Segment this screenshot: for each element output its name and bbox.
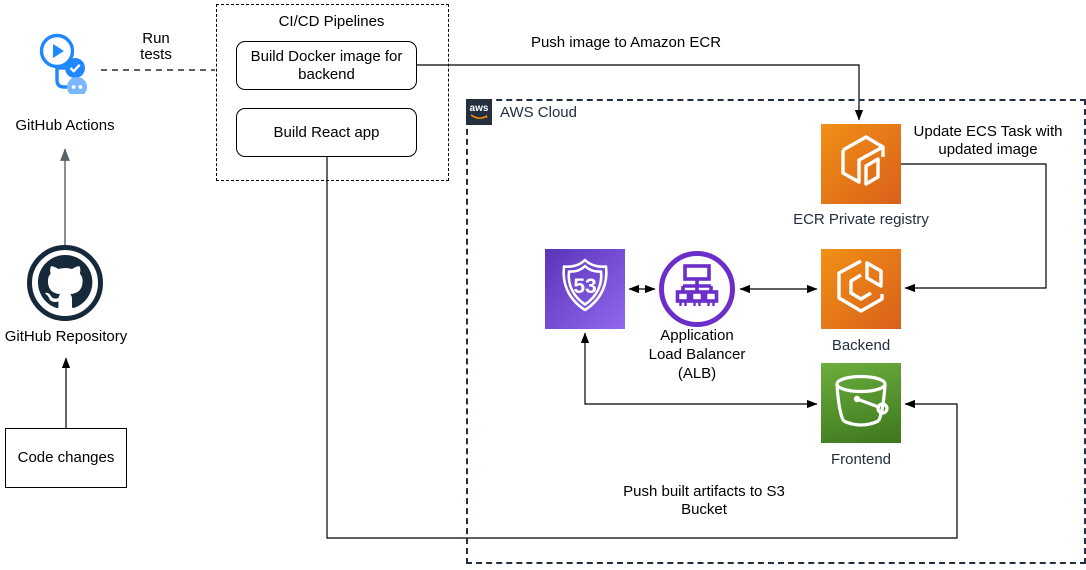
aws-cloud-box <box>466 99 1086 564</box>
alb-icon <box>657 249 737 329</box>
build-react-label: Build React app <box>273 123 380 141</box>
run-tests-label: Run tests <box>140 30 172 63</box>
aws-cloud-label: AWS Cloud <box>500 104 577 121</box>
build-docker-box: Build Docker image for backend <box>236 41 417 90</box>
s3-bucket-frontend-icon <box>821 363 901 443</box>
code-changes-box: Code changes <box>5 428 127 488</box>
arrow-react-to-frontend <box>326 157 958 539</box>
cicd-pipelines-box <box>216 4 449 181</box>
arrow-docker-to-ecr <box>417 64 864 121</box>
ecr-label: ECR Private registry <box>793 211 929 228</box>
github-actions-label: GitHub Actions <box>15 117 115 134</box>
aws-logo-text: aws <box>469 102 489 114</box>
github-actions-icon <box>33 30 97 97</box>
backend-label: Backend <box>831 337 891 354</box>
aws-logo-icon: aws <box>466 99 492 125</box>
cicd-pipelines-title: CI/CD Pipelines <box>278 13 385 30</box>
arrow-ecr-to-backend <box>901 163 1047 293</box>
arrow-route53-frontend-bidirectional <box>580 332 818 409</box>
push-image-label: Push image to Amazon ECR <box>530 34 722 51</box>
alb-label: Application Load Balancer (ALB) <box>648 327 746 382</box>
frontend-label: Frontend <box>830 451 892 468</box>
ecs-backend-icon <box>821 249 901 329</box>
route53-number: 53 <box>573 275 596 298</box>
ecr-icon <box>821 124 901 204</box>
github-repo-label: GitHub Repository <box>4 328 128 345</box>
update-ecs-label: Update ECS Task with updated image <box>913 123 1063 158</box>
build-react-box: Build React app <box>236 108 417 157</box>
route53-icon: 53 <box>545 249 625 329</box>
push-artifacts-label: Push built artifacts to S3 Bucket <box>623 483 785 518</box>
github-repo-icon <box>25 243 105 323</box>
code-changes-label: Code changes <box>17 449 115 467</box>
build-docker-label: Build Docker image for backend <box>250 47 403 83</box>
